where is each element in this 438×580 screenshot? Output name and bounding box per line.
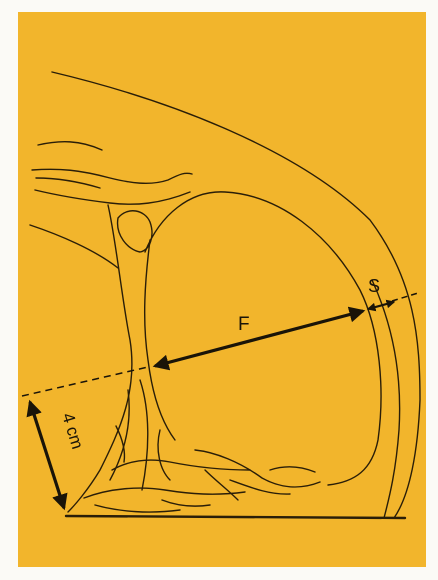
label-s: S	[368, 276, 380, 296]
label-f: F	[238, 314, 250, 335]
background-panel	[18, 12, 426, 567]
